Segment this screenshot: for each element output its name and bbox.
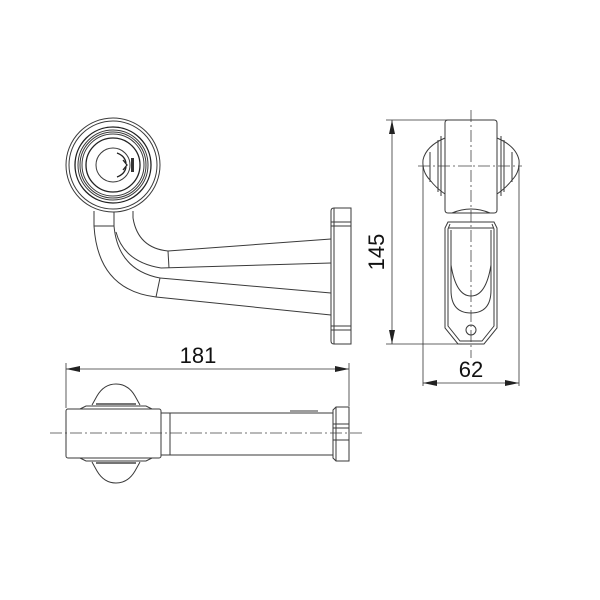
front-view — [65, 117, 352, 345]
top-view — [50, 383, 362, 484]
bracket-arm — [93, 211, 332, 316]
dimension-width: 62 — [422, 166, 520, 386]
dimension-height: 145 — [364, 119, 462, 345]
lamp-lens — [65, 117, 161, 213]
dimension-width-label: 62 — [459, 357, 483, 382]
dimension-length: 181 — [65, 343, 350, 408]
dimension-length-label: 181 — [180, 343, 217, 368]
dimension-height-label: 145 — [364, 234, 389, 271]
side-view — [418, 110, 522, 358]
mounting-flange — [330, 207, 352, 345]
